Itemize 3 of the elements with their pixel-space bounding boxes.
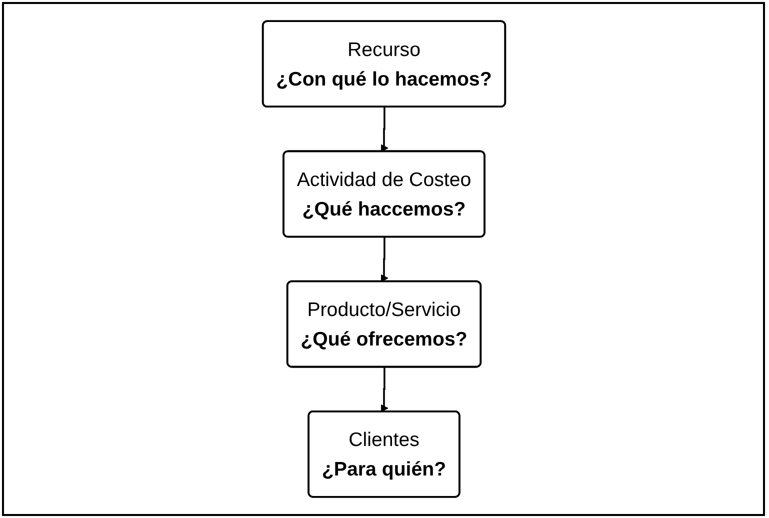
arrow [380,237,388,282]
arrow [380,107,388,152]
arrow [380,367,388,412]
